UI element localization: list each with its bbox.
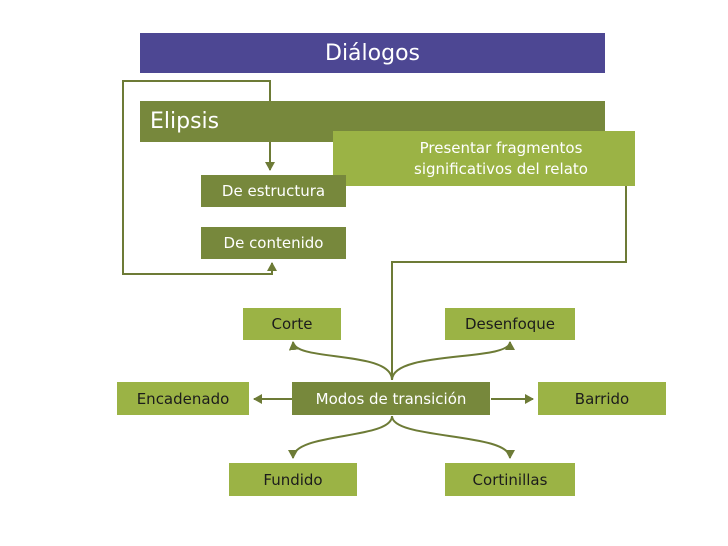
- presentar-line-1: Presentar fragmentos: [419, 138, 583, 157]
- corte-box: Corte: [243, 308, 341, 340]
- de-contenido-label: De contenido: [223, 234, 324, 252]
- de-estructura-box: De estructura: [201, 175, 346, 207]
- arrow-to-cortinillas: [391, 415, 515, 459]
- de-estructura-label: De estructura: [221, 182, 326, 200]
- fundido-label: Fundido: [263, 470, 323, 489]
- barrido-box: Barrido: [538, 382, 666, 415]
- arrow-to-desenfoque: [391, 341, 515, 381]
- encadenado-box: Encadenado: [117, 382, 249, 415]
- arrow-to-fundido: [288, 415, 393, 459]
- desenfoque-label: Desenfoque: [464, 315, 556, 333]
- desenfoque-box: Desenfoque: [445, 308, 575, 340]
- line-modos-to-presentar: [391, 186, 627, 380]
- dialogos-title-bar: Diálogos: [140, 33, 605, 73]
- cortinillas-box: Cortinillas: [445, 463, 575, 496]
- elipsis-label: Elipsis: [150, 109, 220, 134]
- modos-de-transicion-box: Modos de transición: [292, 382, 490, 415]
- encadenado-label: Encadenado: [136, 389, 230, 408]
- cortinillas-label: Cortinillas: [472, 470, 548, 489]
- corte-label: Corte: [271, 315, 313, 333]
- modos-label: Modos de transición: [315, 389, 467, 408]
- fundido-box: Fundido: [229, 463, 357, 496]
- presentar-fragmentos-box: Presentar fragmentos significativos del …: [333, 131, 635, 186]
- barrido-label: Barrido: [574, 389, 630, 408]
- de-contenido-box: De contenido: [201, 227, 346, 259]
- presentar-line-2: significativos del relato: [414, 159, 588, 178]
- bracket-to-estructura: [122, 80, 277, 275]
- arrow-to-corte: [288, 341, 393, 381]
- dialogos-title: Diálogos: [325, 40, 420, 66]
